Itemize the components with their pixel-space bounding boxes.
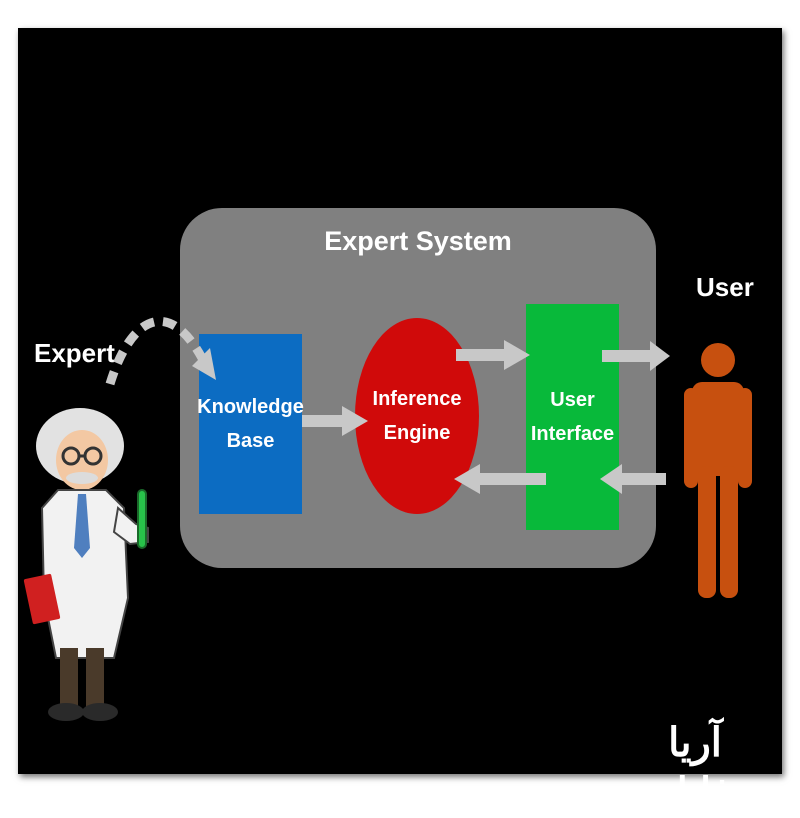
ui-to-ie-arrow-shaft [480, 473, 546, 485]
expert-scientist-icon [23, 408, 149, 721]
user-person-icon [684, 343, 752, 598]
expert-label: Expert [34, 338, 115, 368]
ui-to-user-arrowhead [650, 341, 670, 371]
user-interface-line1: User [550, 389, 595, 411]
diagram-graphics [23, 316, 752, 721]
user-to-ui-arrow-shaft [622, 473, 666, 485]
knowledge-base-line1: Knowledge [197, 396, 304, 418]
user-label: User [696, 272, 754, 302]
expert-to-kb-arrowhead [192, 348, 216, 380]
knowledge-base-node: Knowledge Base [197, 334, 304, 514]
ie-to-ui-arrow-shaft [456, 349, 504, 361]
user-interface-line2: Interface [530, 423, 615, 445]
watermark-logo: آریا فایل [658, 721, 732, 815]
user-to-ui-arrowhead [600, 464, 622, 494]
inference-engine-line2: Engine [383, 422, 451, 444]
kb-to-ie-arrow-shaft [302, 415, 342, 427]
kb-to-ie-arrowhead [342, 406, 368, 436]
user-interface-node: User Interface [526, 304, 619, 530]
ui-to-user-arrow-shaft [602, 350, 650, 362]
expert-to-kb-dashed-arrow [105, 316, 206, 386]
ui-to-ie-arrowhead [454, 464, 480, 494]
inference-engine-line1: Inference [372, 388, 462, 410]
expert-system-title: Expert System [324, 226, 512, 256]
diagram-canvas: Expert System Expert User Knowledge Base… [18, 28, 782, 815]
knowledge-base-line2: Base [226, 430, 275, 452]
ie-to-ui-arrowhead [504, 340, 530, 370]
